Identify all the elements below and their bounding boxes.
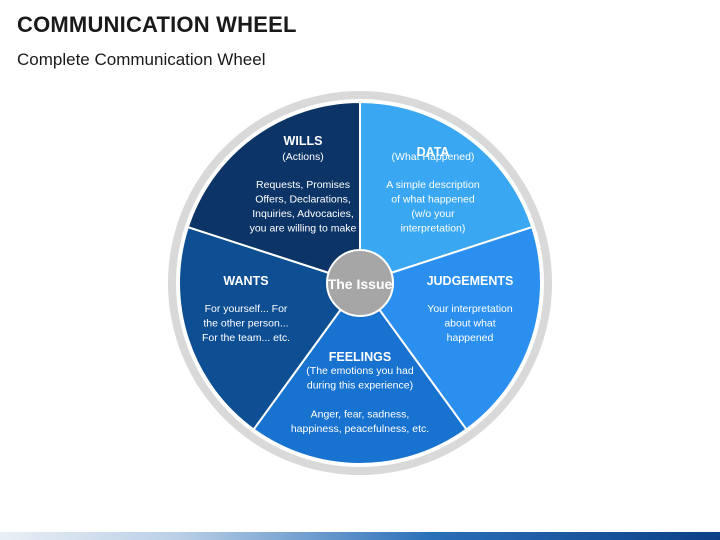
wheel-labels: DATA(What Happened) A simple description o… — [202, 134, 513, 435]
segment-body-line-wants: For yourself... For — [205, 303, 288, 315]
segment-title-feelings: FEELINGS — [329, 350, 392, 364]
segment-subtitle-wills: (Actions) — [282, 151, 323, 163]
segment-title-wills: WILLS — [284, 134, 323, 148]
segment-wants — [178, 225, 362, 431]
segment-body-line-wills: Offers, Declarations, — [255, 194, 351, 206]
segment-body-line-judgements: Your interpretation — [427, 303, 513, 315]
center-hub-label: The Issue — [328, 276, 393, 292]
segment-body-line-wants: For the team... etc. — [202, 332, 290, 344]
segment-wills — [186, 100, 361, 285]
segment-body-line-data: interpretation) — [401, 223, 466, 235]
segment-body-line-wills: Inquiries, Advocacies, — [252, 208, 354, 220]
segment-body-line-feelings: Anger, fear, sadness, — [311, 409, 410, 421]
segment-body-line-wills: you are willing to make — [250, 223, 357, 235]
segment-feelings — [252, 281, 468, 465]
segment-body-line-data: A simple description — [386, 179, 480, 191]
segment-body-line-wills: Requests, Promises — [256, 179, 350, 191]
segment-body-line-judgements: about what — [444, 318, 495, 330]
footer-bar — [0, 532, 720, 540]
segment-title-judgements: JUDGEMENTS — [427, 274, 514, 288]
wheel-segments — [178, 100, 542, 465]
segment-body-line-feelings: happiness, peacefulness, etc. — [291, 423, 429, 435]
segment-body-line-judgements: happened — [447, 332, 494, 344]
segment-judgements — [358, 225, 542, 431]
segment-body-line-wants: the other person... — [203, 318, 288, 330]
page-title: COMMUNICATION WHEEL — [17, 12, 297, 37]
page-subtitle: Complete Communication Wheel — [17, 50, 266, 69]
segment-body-line-feelings: (The emotions you had — [306, 365, 414, 377]
segment-title-data: DATA — [417, 145, 450, 159]
segment-body-line-data: of what happened — [391, 194, 475, 206]
segment-subtitle-data: (What Happened) — [392, 151, 475, 163]
segment-data — [359, 100, 534, 285]
center-hub — [326, 249, 394, 317]
segment-body-line-feelings: during this experience) — [307, 380, 413, 392]
segment-title-wants: WANTS — [223, 274, 268, 288]
segment-body-line-data: (w/o your — [411, 208, 455, 220]
